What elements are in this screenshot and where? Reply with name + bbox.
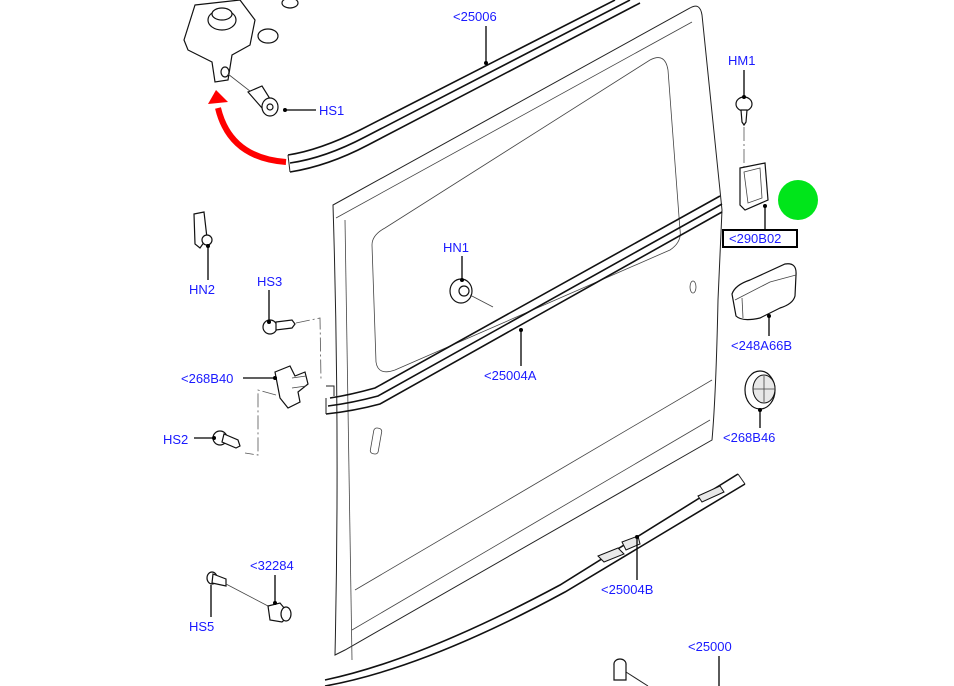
roller-bracket[interactable] bbox=[183, 0, 299, 83]
clip-hm1[interactable] bbox=[735, 96, 753, 127]
striker-268b40[interactable] bbox=[274, 365, 309, 409]
label-hn2[interactable]: HN2 bbox=[189, 282, 215, 297]
label-25006[interactable]: <25006 bbox=[453, 9, 497, 24]
nut-hn1[interactable] bbox=[449, 278, 473, 304]
roller-25000[interactable] bbox=[613, 658, 649, 686]
label-25004a[interactable]: <25004A bbox=[484, 368, 537, 383]
selection-marker[interactable] bbox=[778, 180, 818, 220]
clip-hn2[interactable] bbox=[193, 211, 213, 249]
label-290b02[interactable]: <290B02 bbox=[729, 231, 781, 246]
label-25000[interactable]: <25000 bbox=[688, 639, 732, 654]
label-25004b[interactable]: <25004B bbox=[601, 582, 653, 597]
label-32284[interactable]: <32284 bbox=[250, 558, 294, 573]
red-arrow-icon bbox=[208, 90, 287, 165]
bottom-rail-25004b[interactable] bbox=[324, 473, 746, 686]
screw-hs2[interactable] bbox=[212, 430, 241, 449]
spacer-32284[interactable] bbox=[267, 602, 292, 623]
label-hs1[interactable]: HS1 bbox=[319, 103, 344, 118]
label-248a66b[interactable]: <248A66B bbox=[731, 338, 792, 353]
bracket-290b02[interactable] bbox=[739, 162, 769, 211]
bolt-hs1[interactable] bbox=[247, 85, 279, 117]
label-hn1[interactable]: HN1 bbox=[443, 240, 469, 255]
stop-block-248a66b[interactable] bbox=[731, 263, 797, 321]
label-268b46[interactable]: <268B46 bbox=[723, 430, 775, 445]
top-rail-25006[interactable] bbox=[287, 0, 641, 173]
screw-hs3[interactable] bbox=[262, 319, 296, 335]
highlight-box bbox=[722, 229, 798, 248]
door-panel[interactable] bbox=[332, 5, 723, 661]
middle-rail-25004a[interactable] bbox=[325, 195, 723, 415]
label-268b40[interactable]: <268B40 bbox=[181, 371, 233, 386]
leader-lines bbox=[194, 26, 771, 686]
bumper-268b46[interactable] bbox=[744, 370, 776, 410]
screw-hs5[interactable] bbox=[206, 571, 227, 587]
label-hs2[interactable]: HS2 bbox=[163, 432, 188, 447]
label-hs3[interactable]: HS3 bbox=[257, 274, 282, 289]
label-hm1[interactable]: HM1 bbox=[728, 53, 755, 68]
label-hs5[interactable]: HS5 bbox=[189, 619, 214, 634]
